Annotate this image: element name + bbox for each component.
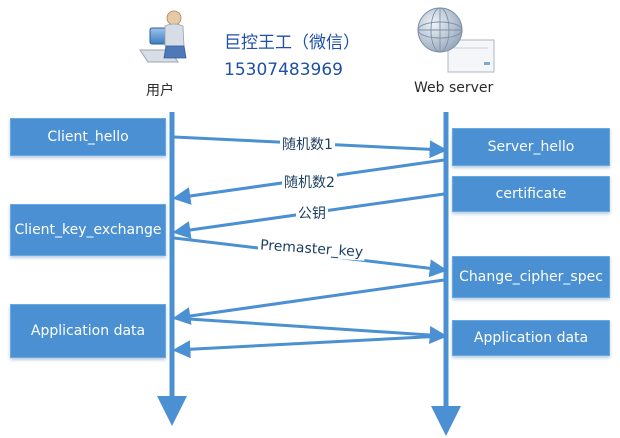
server-hello-box: Server_hello [452, 128, 610, 166]
web-server-globe-icon [417, 7, 495, 73]
user-at-computer-icon [139, 10, 187, 63]
watermark-line-2: 15307483969 [224, 60, 343, 80]
arrow-application-data-to-client [172, 278, 445, 325]
client-key-exchange-box: Client_key_exchange [10, 204, 166, 256]
client-hello-box: Client_hello [10, 118, 166, 156]
change-cipher-spec-box: Change_cipher_spec [452, 256, 610, 298]
arrow-application-data-to-server [173, 316, 448, 345]
watermark-line-1: 巨控王工（微信） [224, 33, 360, 53]
server-actor-label: Web server [414, 80, 494, 96]
message-label-random-2: 随机数2 [282, 172, 337, 192]
client-application-data-box: Application data [10, 304, 166, 358]
arrow-application-data-return [172, 334, 445, 359]
server-application-data-box: Application data [452, 320, 610, 356]
certificate-box: certificate [452, 176, 610, 212]
message-label-public-key: 公钥 [296, 203, 328, 223]
message-label-random-1: 随机数1 [280, 134, 335, 154]
client-actor-label: 用户 [146, 83, 174, 99]
